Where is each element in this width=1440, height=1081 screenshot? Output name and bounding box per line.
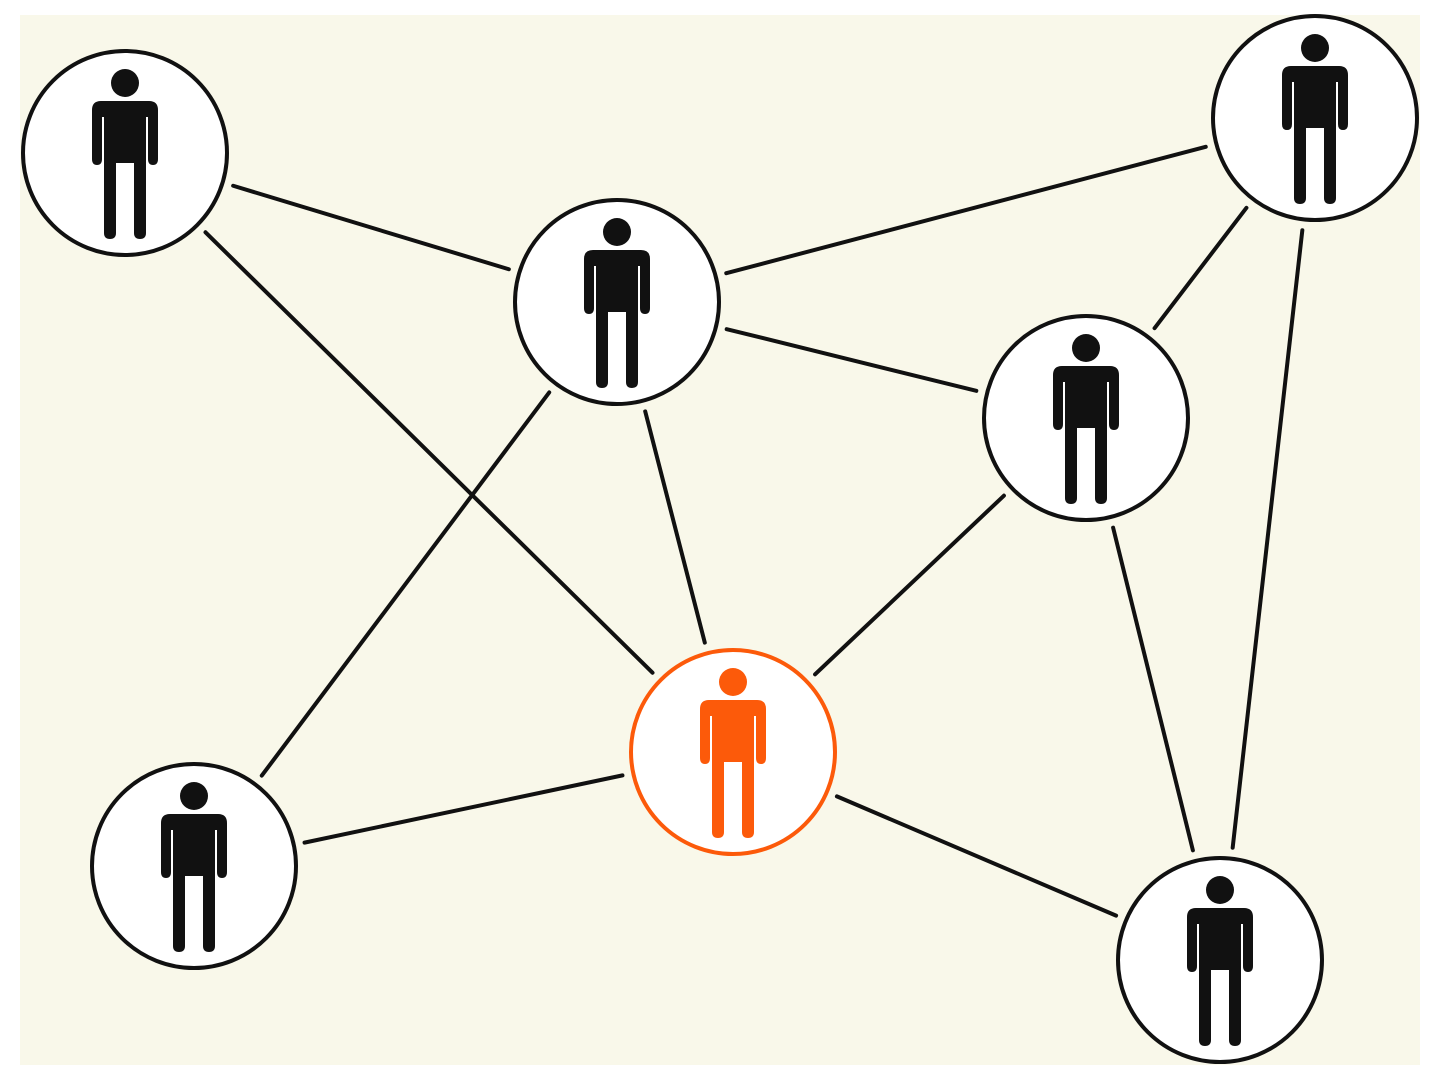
person-icon [700,668,766,838]
edge-B-C [724,144,1208,276]
edge-D-E [813,493,1006,677]
edge-D-G [1111,525,1195,853]
edge-A-B [231,183,511,272]
edge-B-D [724,327,979,393]
node-D [982,314,1190,522]
node-G [1116,856,1324,1064]
edge-E-G [834,794,1119,918]
edge-E-F [302,773,625,845]
nodes-layer [21,14,1419,1064]
node-F [90,762,298,970]
person-icon [1282,34,1348,204]
edge-B-E [643,409,707,645]
node-B [513,198,721,406]
node-A [21,49,229,257]
edge-A-E [203,230,655,675]
person-icon [92,69,158,239]
node-C [1211,14,1419,222]
edge-B-F [259,390,552,778]
person-icon [1053,334,1119,504]
person-icon [161,782,227,952]
edges-layer [203,144,1305,918]
person-icon [1187,876,1253,1046]
edge-C-D [1152,205,1249,331]
edge-C-G [1230,228,1305,850]
node-E-highlighted [629,648,837,856]
person-icon [584,218,650,388]
